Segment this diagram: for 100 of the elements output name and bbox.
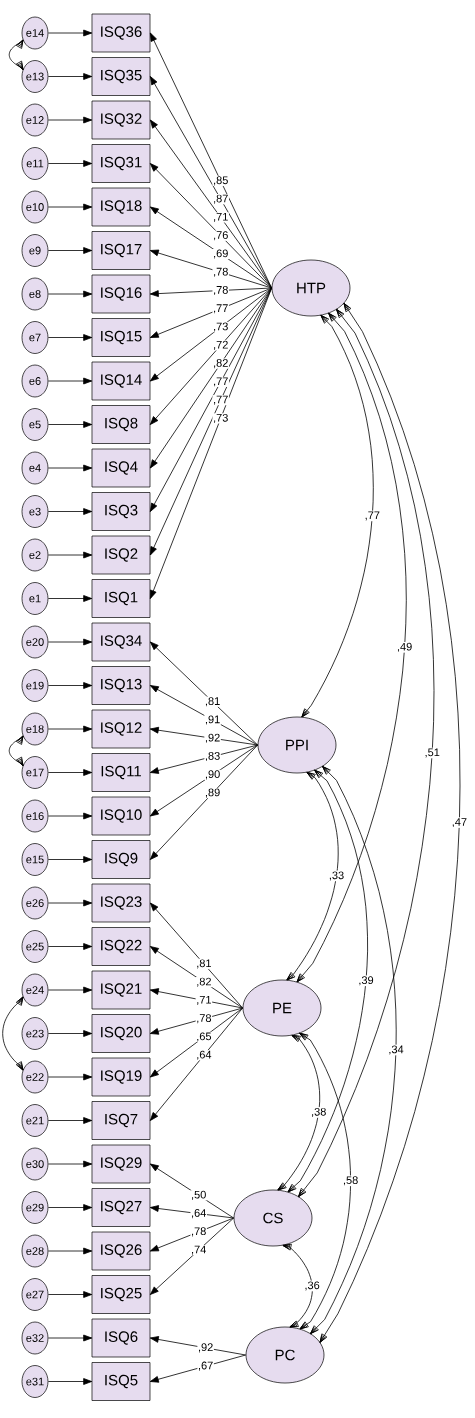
- indicator-box: ISQ4: [91, 448, 151, 488]
- arrow: [149, 685, 259, 746]
- indicator-box: ISQ10: [91, 796, 151, 836]
- arrow: [47, 1378, 93, 1385]
- arrow: [47, 116, 93, 124]
- edge-label: ,49: [396, 641, 414, 653]
- arrow: [149, 1205, 235, 1219]
- arrow: [47, 160, 93, 167]
- arrow: [47, 508, 93, 515]
- indicator-box: ISQ31: [91, 144, 151, 183]
- indicator-box: ISQ32: [91, 100, 151, 140]
- arrow: [47, 1291, 93, 1298]
- edge-label: ,89: [204, 787, 221, 799]
- arrow: [47, 682, 93, 689]
- edge-label: ,64: [190, 1208, 207, 1219]
- indicator-box: ISQ13: [91, 666, 151, 705]
- edge-label: ,83: [204, 751, 221, 762]
- edge-label: ,71: [212, 212, 229, 223]
- arrow: [47, 638, 93, 646]
- edge-label: ,78: [212, 285, 229, 296]
- indicator-box: ISQ23: [91, 883, 151, 923]
- arrow: [149, 1007, 244, 1121]
- arrow: [47, 1160, 93, 1168]
- indicator-box: ISQ8: [91, 405, 151, 444]
- arrow: [47, 334, 93, 341]
- covariance-arrow: [301, 315, 374, 718]
- indicator-box: ISQ3: [91, 492, 151, 531]
- indicator-box: ISQ25: [91, 1275, 151, 1314]
- edge-label: ,65: [195, 1031, 213, 1043]
- arrow: [47, 986, 93, 994]
- edge-label: ,39: [357, 975, 375, 987]
- arrow: [47, 1030, 93, 1037]
- indicator-box: ISQ26: [91, 1231, 151, 1271]
- edge-label: ,78: [212, 267, 229, 278]
- indicator-box: ISQ17: [91, 231, 151, 270]
- arrow: [47, 943, 93, 950]
- arrow: [149, 1163, 235, 1219]
- edge-label: ,76: [212, 230, 229, 241]
- edge-label: ,64: [195, 1050, 213, 1061]
- covariance-arrow: [282, 1243, 313, 1328]
- indicator-box: ISQ15: [91, 318, 151, 357]
- indicator-box: ISQ34: [91, 622, 151, 662]
- arrow: [47, 203, 93, 211]
- arrow: [47, 421, 93, 428]
- edge-label: ,92: [197, 1342, 214, 1353]
- edge-label: ,38: [310, 1107, 328, 1118]
- edge-label: ,77: [212, 395, 229, 406]
- edge-label: ,72: [212, 340, 229, 351]
- indicator-box: ISQ35: [91, 57, 151, 96]
- arrow: [47, 595, 93, 602]
- edge-label: ,51: [423, 747, 441, 759]
- arrow: [149, 287, 273, 469]
- indicator-box: ISQ6: [91, 1318, 151, 1358]
- edge-label: ,90: [204, 769, 221, 780]
- arrow: [149, 287, 273, 297]
- indicator-box: ISQ16: [91, 274, 151, 314]
- covariance-arrow: [299, 1032, 351, 1330]
- arrow: [149, 206, 273, 289]
- covariance-arrow: [277, 1035, 321, 1191]
- arrow: [47, 551, 93, 559]
- arrow: [149, 744, 259, 860]
- arrow: [149, 902, 244, 1009]
- arrow: [47, 1247, 93, 1255]
- arrow: [149, 287, 273, 425]
- arrow: [149, 163, 273, 289]
- covariance-arrow: [2, 996, 24, 1071]
- covariance-arrow: [310, 766, 397, 1334]
- edge-label: ,47: [450, 817, 468, 828]
- covariance-arrow: [8, 735, 24, 766]
- indicator-box: ISQ22: [91, 927, 151, 966]
- arrow: [149, 1217, 235, 1295]
- covariance-arrow: [319, 303, 461, 1343]
- arrow: [149, 726, 259, 746]
- edge-label: ,58: [342, 1175, 360, 1187]
- indicator-box: ISQ19: [91, 1057, 151, 1097]
- arrow: [47, 290, 93, 298]
- edge-label: ,81: [204, 696, 221, 707]
- arrow: [149, 76, 273, 289]
- edge-label: ,50: [190, 1190, 207, 1201]
- indicator-box: ISQ2: [91, 535, 151, 575]
- arrow: [47, 247, 93, 254]
- edge-label: ,36: [303, 1280, 321, 1292]
- arrow: [149, 641, 259, 746]
- indicator-box: ISQ7: [91, 1101, 151, 1140]
- indicator-box: ISQ20: [91, 1014, 151, 1053]
- edge-label: ,73: [212, 413, 229, 424]
- arrow: [149, 988, 244, 1009]
- indicator-box: ISQ1: [91, 579, 151, 618]
- covariance-arrow: [298, 309, 435, 1197]
- arrow: [149, 119, 273, 289]
- arrow: [47, 769, 93, 776]
- arrow: [47, 377, 93, 385]
- edge-label: ,77: [212, 376, 229, 387]
- indicator-box: ISQ21: [91, 970, 151, 1010]
- arrow: [47, 725, 93, 733]
- edge-label: ,82: [212, 358, 229, 369]
- edge-label: ,34: [387, 1044, 405, 1056]
- edge-label: ,71: [195, 995, 213, 1006]
- arrow: [149, 1007, 244, 1078]
- arrow: [47, 464, 93, 472]
